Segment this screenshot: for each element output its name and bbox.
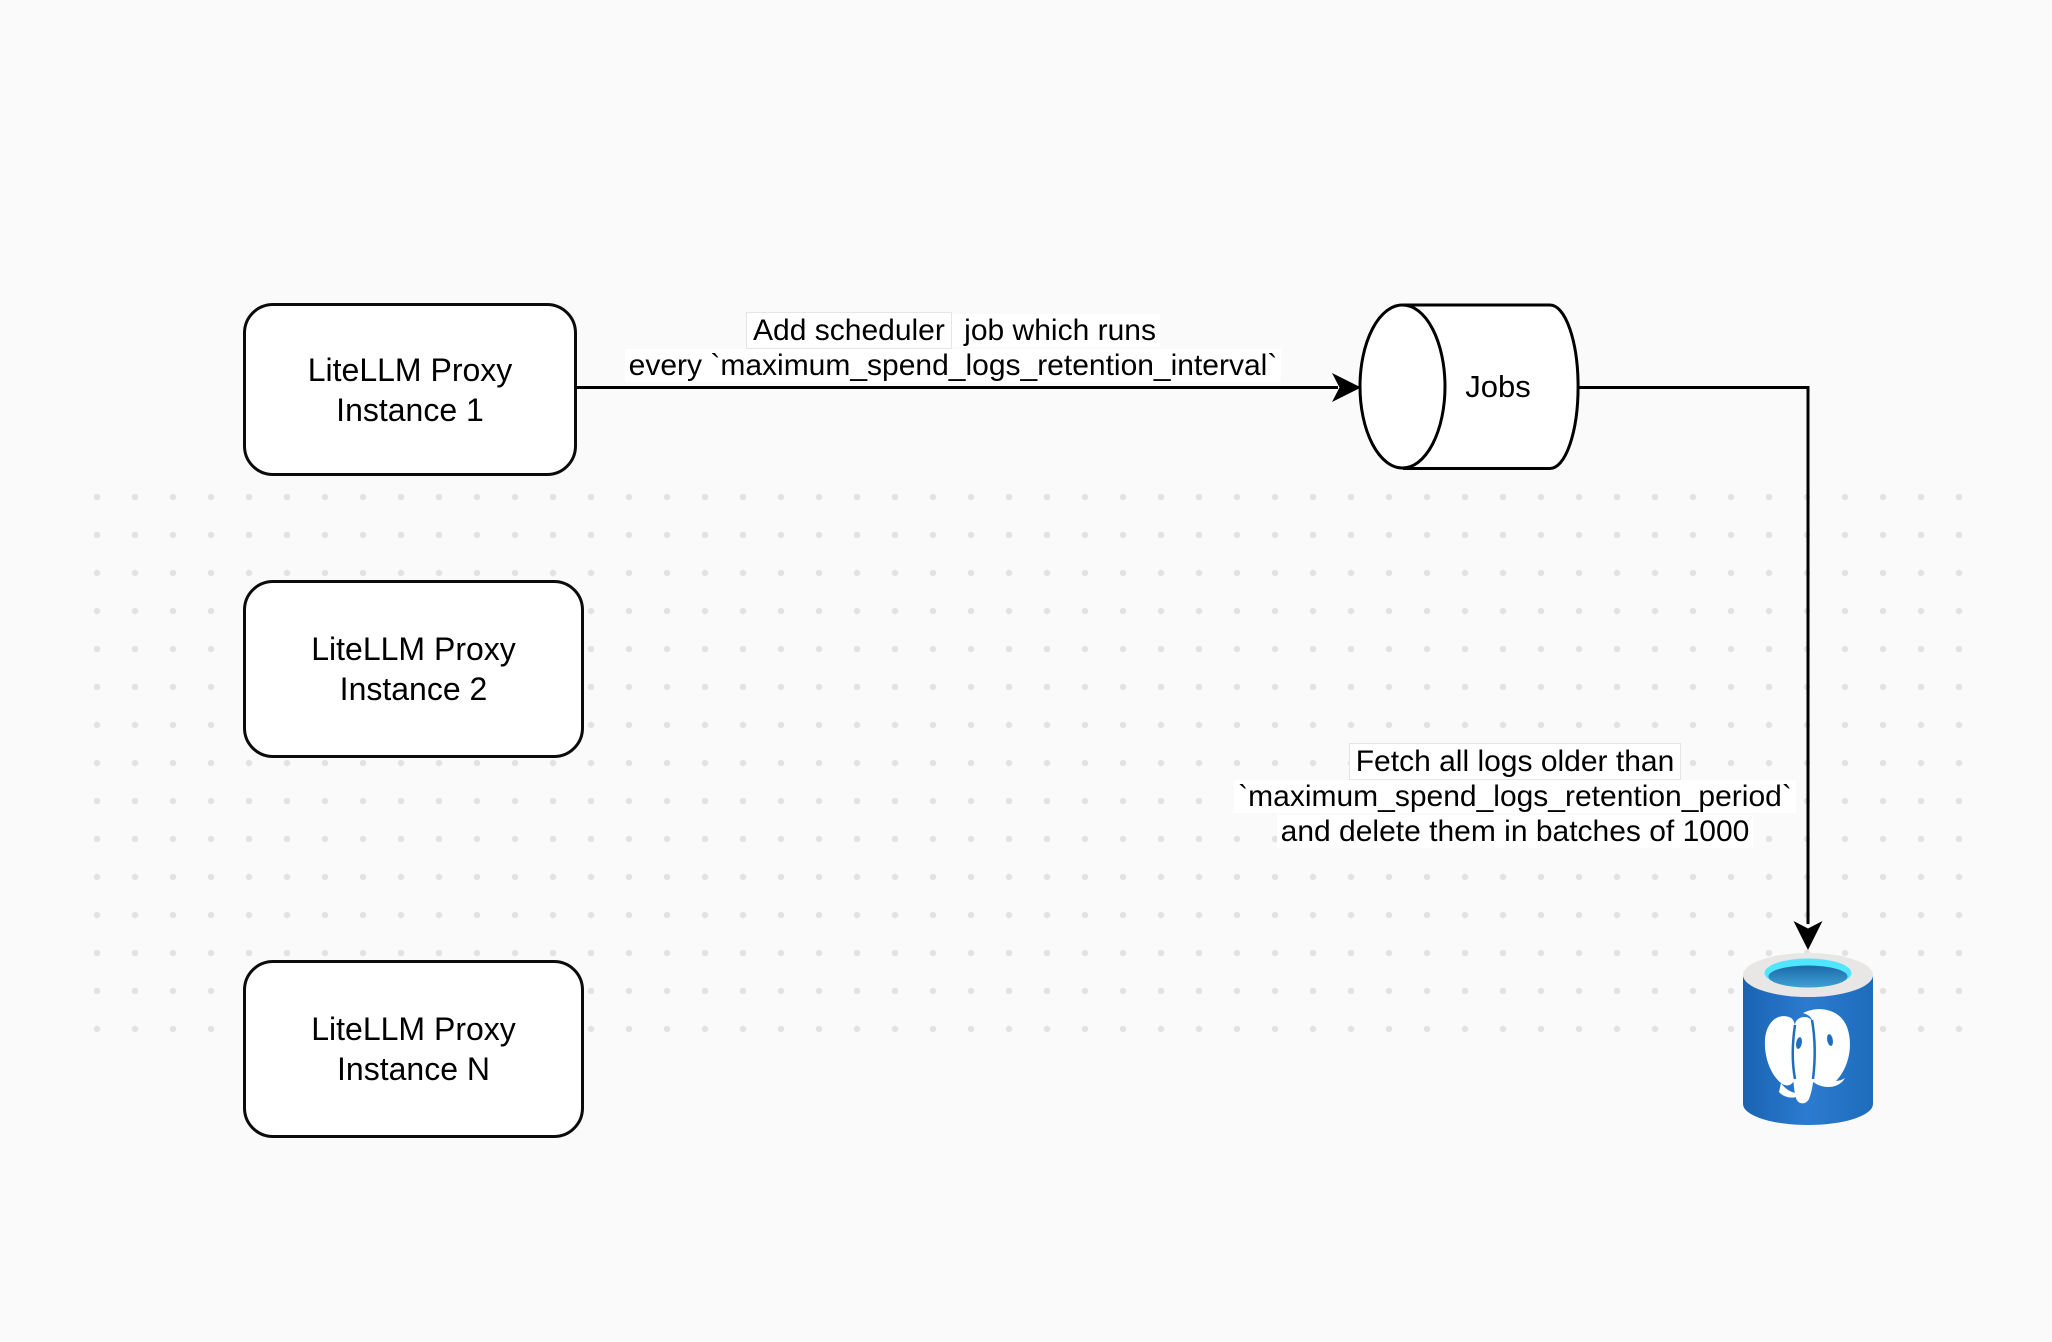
node-litellm-proxy-instance-2: LiteLLM Proxy Instance 2 [243, 580, 584, 758]
node-label-line1: LiteLLM Proxy [311, 1011, 516, 1047]
node-label-line2: Instance 1 [336, 391, 484, 428]
jobs-cylinder [1358, 303, 1580, 470]
node-label-line1: LiteLLM Proxy [311, 631, 516, 667]
edge-scheduler-label-line1: Add scheduler job which runs [553, 312, 1353, 349]
edge-scheduler-label: Add scheduler job which runs every `maxi… [553, 312, 1353, 383]
node-litellm-proxy-instance-n: LiteLLM Proxy Instance N [243, 960, 584, 1138]
edge-fetch-label: Fetch all logs older than `maximum_spend… [1165, 743, 1865, 849]
jobs-store-label: Jobs [1465, 369, 1531, 404]
db-liquid [1768, 965, 1848, 988]
edge-fetch-label-line1: Fetch all logs older than [1165, 743, 1865, 780]
node-label-line2: Instance N [337, 1051, 490, 1087]
edge-scheduler-arrow [570, 373, 1361, 402]
node-label-line1: LiteLLM Proxy [307, 351, 513, 388]
postgres-elephant-icon [1764, 1009, 1850, 1104]
node-litellm-proxy-instance-1: LiteLLM Proxy Instance 1 [243, 303, 577, 476]
postgresql-database-icon [1743, 953, 1873, 1125]
edge-fetch-label-line3: and delete them in batches of 1000 [1165, 814, 1865, 849]
edge-fetch-arrow [1578, 386, 1823, 950]
node-label-line2: Instance 2 [339, 671, 488, 707]
edge-fetch-label-line2: `maximum_spend_logs_retention_period` [1165, 779, 1865, 814]
edge-scheduler-label-line2: every `maximum_spend_logs_retention_inte… [553, 348, 1353, 383]
